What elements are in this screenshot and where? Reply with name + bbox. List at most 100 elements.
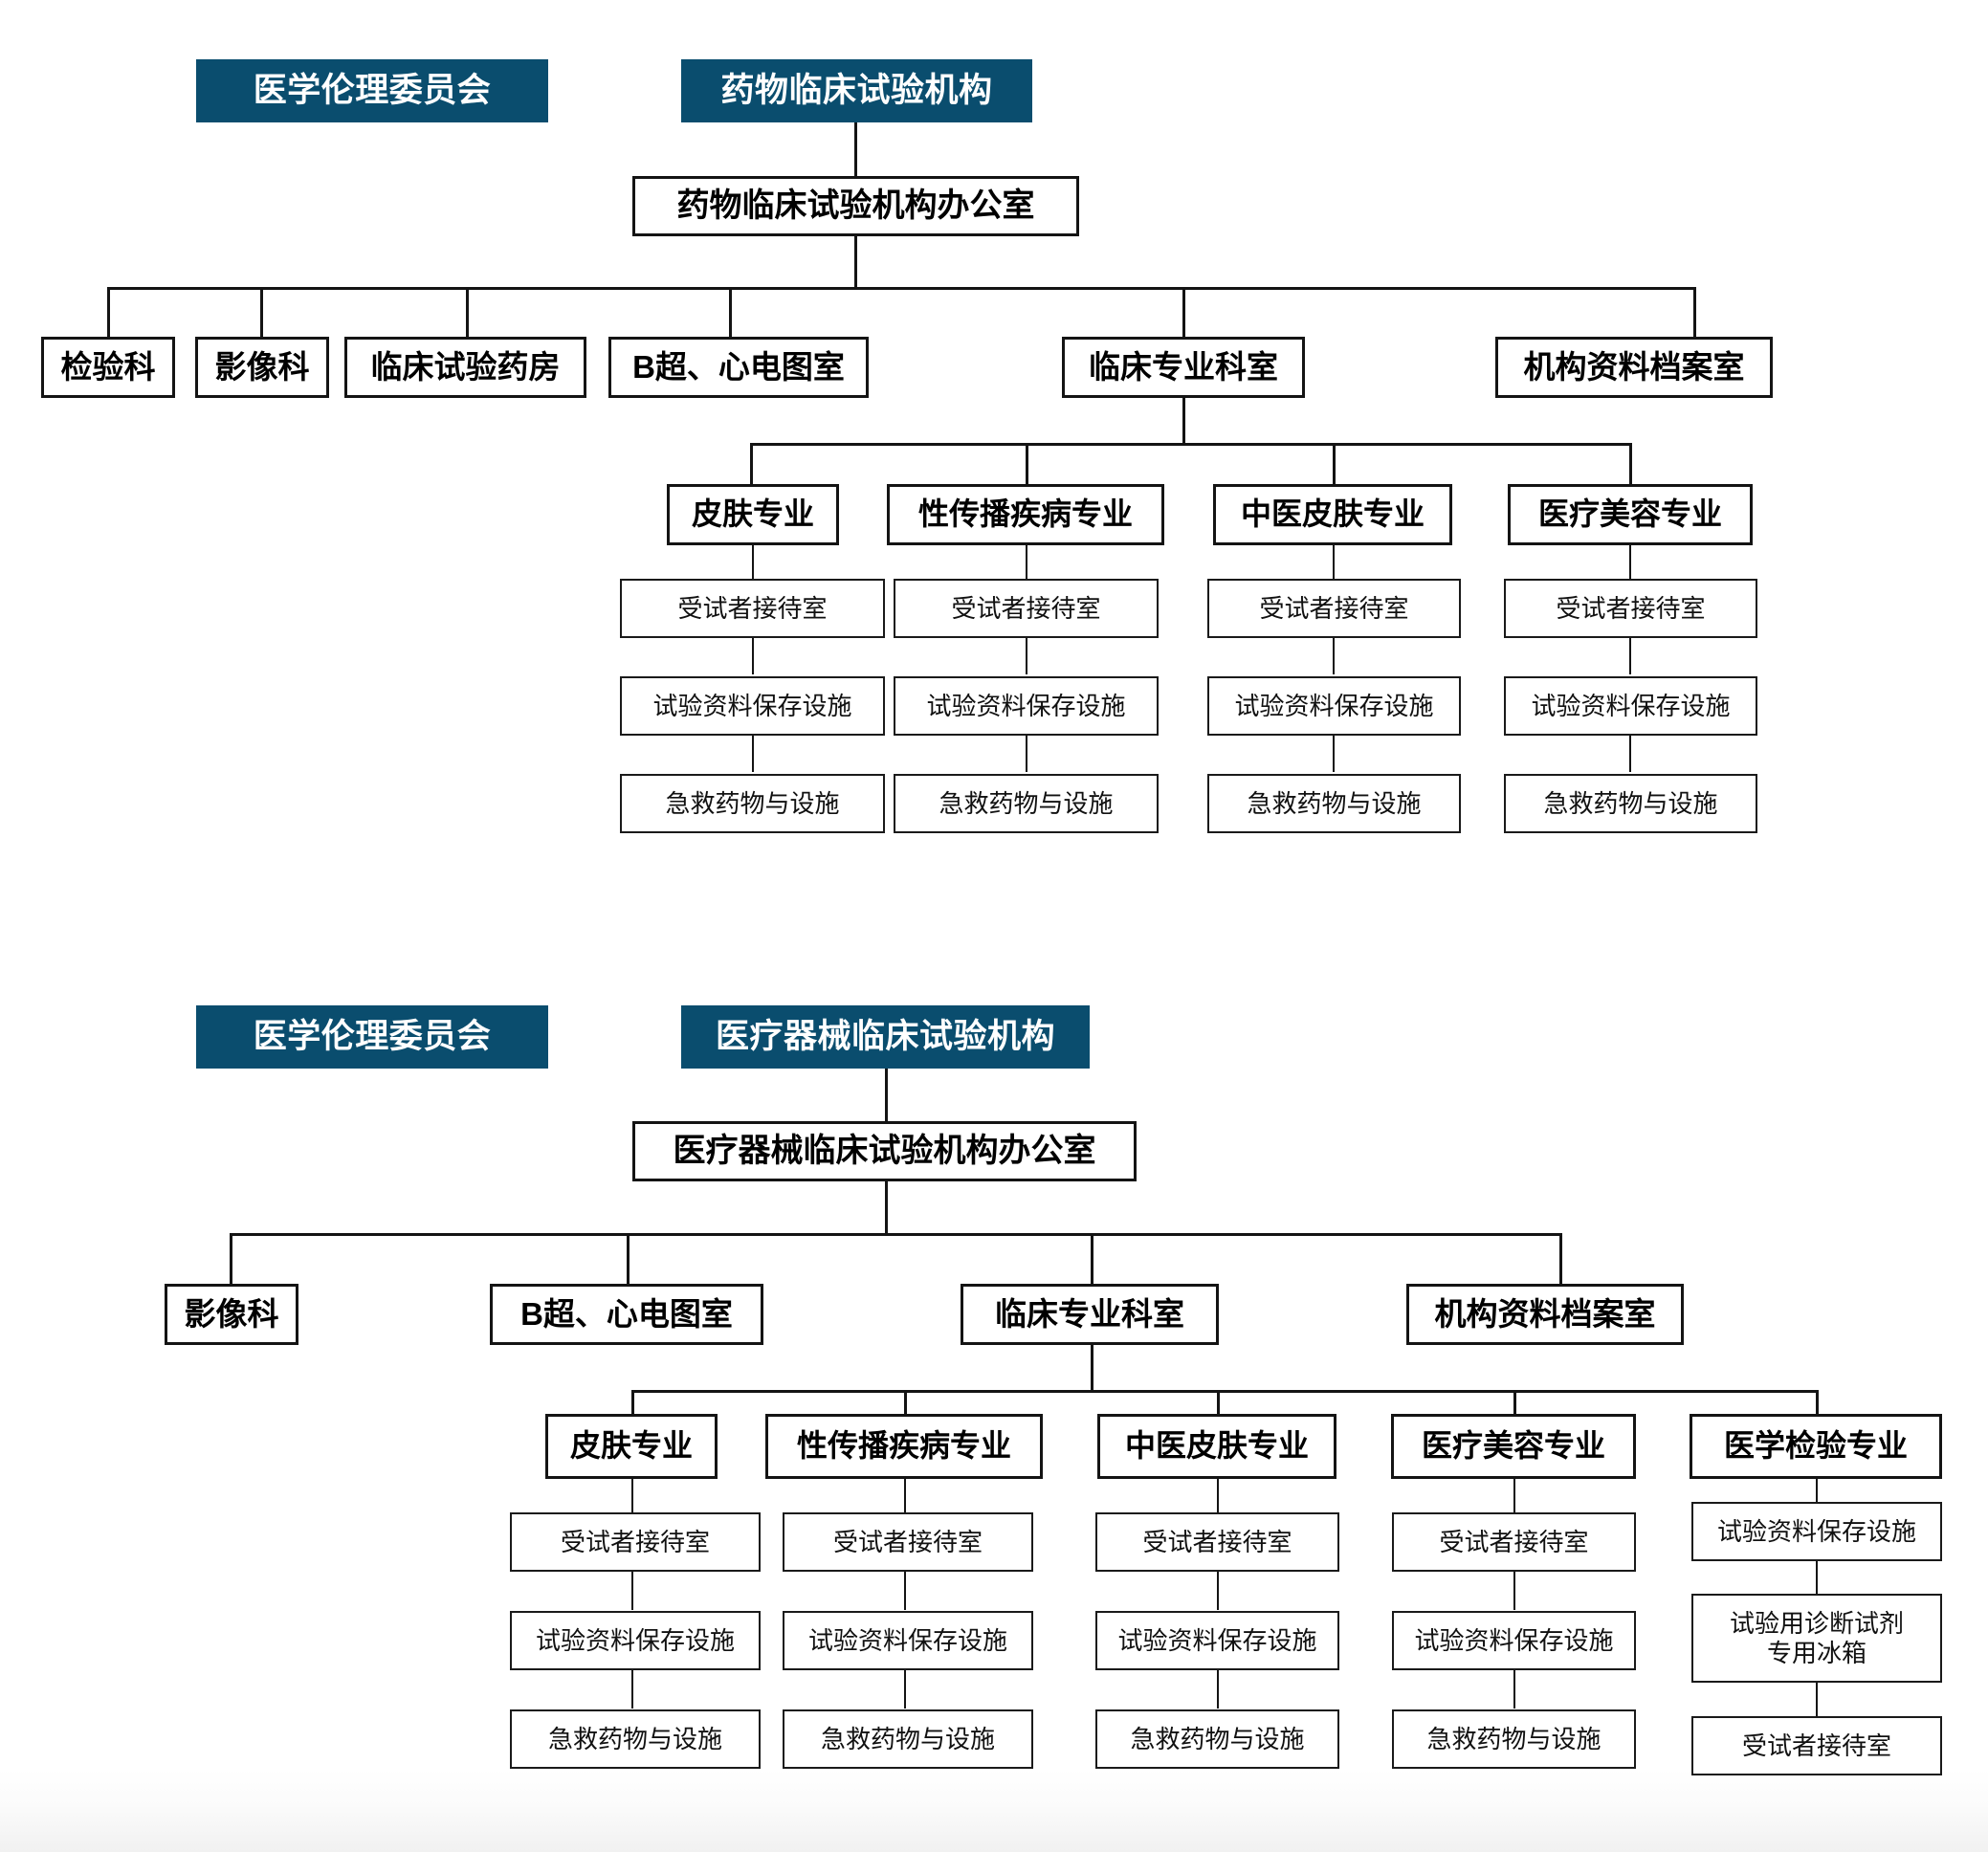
specialty-box-std-2[interactable]: 性传播疾病专业 (765, 1414, 1043, 1479)
connector-spec1-2-to-f1 (1026, 545, 1027, 582)
facility-box-reception-2-1[interactable]: 受试者接待室 (510, 1512, 761, 1572)
connector-drop-spec-1-2 (1026, 443, 1028, 487)
connector-f1-to-f2-2-1 (631, 1572, 633, 1610)
connector-drop-spec-2-4 (1513, 1390, 1516, 1436)
connector-drop-dept-2-1 (230, 1233, 232, 1287)
connector-drop-spec-1-4 (1629, 443, 1632, 487)
ethics-committee-banner-1[interactable]: 医学伦理委员会 (196, 59, 548, 122)
connector-f1-to-f2-2-4 (1513, 1572, 1515, 1610)
department-box-archives-1[interactable]: 机构资料档案室 (1495, 337, 1773, 398)
specialty-box-lab-medicine[interactable]: 医学检验专业 (1690, 1414, 1942, 1479)
specialty-box-std-1[interactable]: 性传播疾病专业 (887, 484, 1164, 545)
department-box-trial-pharmacy[interactable]: 临床试验药房 (344, 337, 586, 398)
specialty-box-aesthetic-2[interactable]: 医疗美容专业 (1391, 1414, 1636, 1479)
ethics-committee-banner-2[interactable]: 医学伦理委员会 (196, 1005, 548, 1069)
connector-department-bus-2 (230, 1233, 1561, 1236)
connector-f1-to-f2-1-4 (1629, 638, 1631, 674)
facility-box-emergency-2-3[interactable]: 急救药物与设施 (1095, 1709, 1339, 1769)
connector-drop-dept-2-3 (1091, 1233, 1093, 1287)
connector-f2-to-f3-2-3 (1217, 1670, 1219, 1709)
facility-box-reception-2-5[interactable]: 受试者接待室 (1691, 1716, 1942, 1775)
connector-spec2-2-to-f1 (904, 1479, 906, 1515)
office-box-drug[interactable]: 药物临床试验机构办公室 (632, 176, 1079, 236)
facility-box-emergency-1-2[interactable]: 急救药物与设施 (894, 774, 1159, 833)
facility-box-emergency-1-4[interactable]: 急救药物与设施 (1504, 774, 1757, 833)
facility-box-reception-1-4[interactable]: 受试者接待室 (1504, 579, 1757, 638)
facility-box-archive-1-3[interactable]: 试验资料保存设施 (1207, 676, 1461, 736)
office-box-device[interactable]: 医疗器械临床试验机构办公室 (632, 1121, 1137, 1181)
connector-spec1-3-to-f1 (1333, 545, 1335, 582)
facility-box-emergency-2-4[interactable]: 急救药物与设施 (1392, 1709, 1636, 1769)
connector-f2-to-f3-2-5 (1816, 1683, 1818, 1716)
connector-office-down-1 (854, 236, 857, 289)
facility-box-archive-2-1[interactable]: 试验资料保存设施 (510, 1611, 761, 1670)
connector-f2-to-f3-1-2 (1026, 736, 1027, 772)
facility-box-archive-2-4[interactable]: 试验资料保存设施 (1392, 1611, 1636, 1670)
facility-box-emergency-2-1[interactable]: 急救药物与设施 (510, 1709, 761, 1769)
connector-drop-dept-2-2 (627, 1233, 630, 1287)
connector-institution-to-office-2 (885, 1069, 888, 1126)
connector-f1-to-f2-1-3 (1333, 638, 1335, 674)
department-box-ultrasound-ecg-2[interactable]: B超、心电图室 (490, 1284, 763, 1345)
connector-drop-dept-2-4 (1559, 1233, 1562, 1287)
department-box-inspection[interactable]: 检验科 (41, 337, 175, 398)
facility-box-archive-2-3[interactable]: 试验资料保存设施 (1095, 1611, 1339, 1670)
connector-institution-to-office-1 (854, 122, 857, 180)
facility-box-reception-2-3[interactable]: 受试者接待室 (1095, 1512, 1339, 1572)
connector-f1-to-f2-1-2 (1026, 638, 1027, 674)
department-box-ultrasound-ecg-1[interactable]: B超、心电图室 (608, 337, 869, 398)
facility-box-reception-1-1[interactable]: 受试者接待室 (620, 579, 885, 638)
facility-box-reception-1-3[interactable]: 受试者接待室 (1207, 579, 1461, 638)
connector-drop-dept-1-3 (466, 287, 469, 341)
connector-f2-to-f3-2-4 (1513, 1670, 1515, 1709)
facility-box-archive-2-5[interactable]: 试验资料保存设施 (1691, 1502, 1942, 1561)
connector-spec2-3-to-f1 (1217, 1479, 1219, 1515)
facility-box-reagent-fridge[interactable]: 试验用诊断试剂 专用冰箱 (1691, 1594, 1942, 1683)
specialty-box-tcm-derm-2[interactable]: 中医皮肤专业 (1097, 1414, 1336, 1479)
connector-f2-to-f3-1-3 (1333, 736, 1335, 772)
connector-office-down-2 (885, 1181, 888, 1235)
facility-box-emergency-1-3[interactable]: 急救药物与设施 (1207, 774, 1461, 833)
connector-specialty-bus-2 (631, 1390, 1819, 1393)
facility-box-reception-1-2[interactable]: 受试者接待室 (894, 579, 1159, 638)
connector-f1-to-f2-2-2 (904, 1572, 906, 1610)
facility-box-reception-2-4[interactable]: 受试者接待室 (1392, 1512, 1636, 1572)
department-box-archives-2[interactable]: 机构资料档案室 (1406, 1284, 1684, 1345)
connector-f2-to-f3-1-1 (752, 736, 754, 772)
facility-box-emergency-2-2[interactable]: 急救药物与设施 (783, 1709, 1033, 1769)
department-box-imaging-2[interactable]: 影像科 (165, 1284, 298, 1345)
connector-department-bus-1 (107, 287, 1695, 290)
connector-spec2-4-to-f1 (1513, 1479, 1515, 1515)
facility-box-emergency-1-1[interactable]: 急救药物与设施 (620, 774, 885, 833)
specialty-box-dermatology-1[interactable]: 皮肤专业 (667, 484, 839, 545)
connector-clinical-down-2 (1091, 1345, 1093, 1393)
connector-drop-spec-2-1 (631, 1390, 634, 1436)
specialty-box-aesthetic-1[interactable]: 医疗美容专业 (1508, 484, 1753, 545)
connector-f1-to-f2-1-1 (752, 638, 754, 674)
institution-banner-drug[interactable]: 药物临床试验机构 (681, 59, 1032, 122)
connector-drop-spec-2-3 (1217, 1390, 1220, 1436)
connector-spec2-1-to-f1 (631, 1479, 633, 1515)
connector-drop-dept-1-1 (107, 287, 110, 341)
connector-f1-to-f2-2-5 (1816, 1561, 1818, 1594)
department-box-clinical-specialty-1[interactable]: 临床专业科室 (1062, 337, 1305, 398)
connector-spec1-4-to-f1 (1629, 545, 1631, 582)
specialty-box-dermatology-2[interactable]: 皮肤专业 (545, 1414, 718, 1479)
connector-drop-dept-1-2 (260, 287, 263, 341)
institution-banner-device[interactable]: 医疗器械临床试验机构 (681, 1005, 1090, 1069)
connector-spec2-5-to-f1 (1816, 1479, 1818, 1504)
facility-box-archive-1-4[interactable]: 试验资料保存设施 (1504, 676, 1757, 736)
connector-drop-spec-2-5 (1816, 1390, 1819, 1436)
facility-box-archive-2-2[interactable]: 试验资料保存设施 (783, 1611, 1033, 1670)
connector-drop-dept-1-4 (729, 287, 732, 341)
connector-drop-dept-1-5 (1182, 287, 1185, 341)
department-box-imaging-1[interactable]: 影像科 (195, 337, 329, 398)
facility-box-archive-1-2[interactable]: 试验资料保存设施 (894, 676, 1159, 736)
department-box-clinical-specialty-2[interactable]: 临床专业科室 (961, 1284, 1219, 1345)
specialty-box-tcm-derm-1[interactable]: 中医皮肤专业 (1213, 484, 1452, 545)
connector-drop-spec-2-2 (904, 1390, 907, 1436)
connector-f1-to-f2-2-3 (1217, 1572, 1219, 1610)
connector-spec1-1-to-f1 (752, 545, 754, 582)
facility-box-archive-1-1[interactable]: 试验资料保存设施 (620, 676, 885, 736)
facility-box-reception-2-2[interactable]: 受试者接待室 (783, 1512, 1033, 1572)
